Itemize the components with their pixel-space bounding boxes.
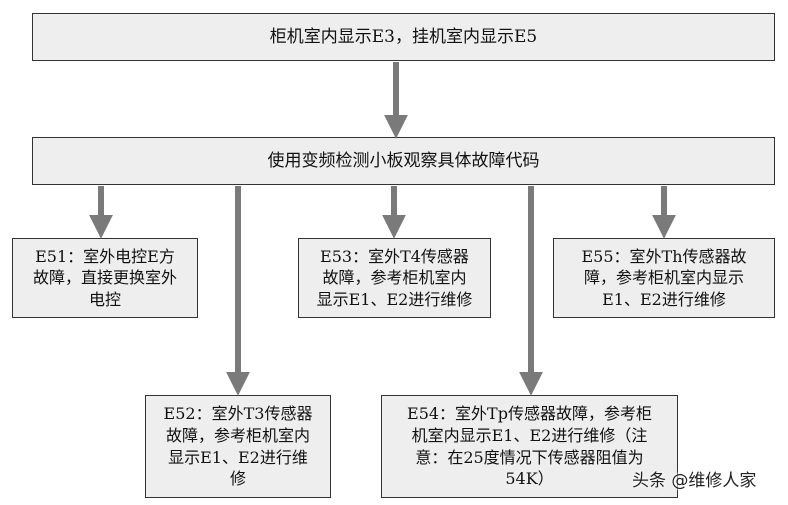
watermark: 头条 @维修人家 xyxy=(632,471,757,491)
node-line: 柜机室内显示E3，挂机室内显示E5 xyxy=(269,26,538,47)
node-line: E54：室外Tp传感器故障，参考柜 xyxy=(407,404,652,424)
node-line: 故障，直接更换室外 xyxy=(32,268,177,288)
node-text: E51：室外电控E方 故障，直接更换室外 电控 xyxy=(33,246,177,311)
node-line: 54K） xyxy=(505,469,554,489)
node-line: E53：室外T4传感器 xyxy=(320,246,469,266)
node-line: 意：在25度情况下传感器阻值为 xyxy=(415,447,644,467)
node-text: 柜机室内显示E3，挂机室内显示E5 xyxy=(270,26,537,49)
node-line: 显示E1、E2进行维 xyxy=(168,447,308,467)
node-line: 电控 xyxy=(88,289,121,309)
node-line: 机室内显示E1、E2进行维修（注 xyxy=(411,425,648,445)
node-line: 故障，参考柜机室内 xyxy=(165,425,310,445)
node-text: E52：室外T3传感器 故障，参考柜机室内 显示E1、E2进行维 修 xyxy=(164,403,313,489)
node-e51: E51：室外电控E方 故障，直接更换室外 电控 xyxy=(12,238,198,318)
node-line: 修 xyxy=(229,469,246,489)
node-line: E52：室外T3传感器 xyxy=(163,404,313,424)
node-line: 显示E1、E2进行维修 xyxy=(316,289,473,309)
node-line: E55：室外Th传感器故 xyxy=(581,246,747,266)
node-line: E1、E2进行维修 xyxy=(602,289,726,309)
node-text: E53：室外T4传感器 故障，参考柜机室内 显示E1、E2进行维修 xyxy=(317,246,473,311)
node-e55: E55：室外Th传感器故 障，参考柜机室内显示 E1、E2进行维修 xyxy=(553,238,775,318)
node-line: 障，参考柜机室内显示 xyxy=(583,268,744,288)
node-e52: E52：室外T3传感器 故障，参考柜机室内 显示E1、E2进行维 修 xyxy=(145,395,331,498)
node-text: E55：室外Th传感器故 障，参考柜机室内显示 E1、E2进行维修 xyxy=(581,246,746,311)
node-e3-e5-display: 柜机室内显示E3，挂机室内显示E5 xyxy=(32,13,775,61)
node-line: E51：室外电控E方 xyxy=(35,246,175,266)
node-e54: E54：室外Tp传感器故障，参考柜 机室内显示E1、E2进行维修（注 意：在25… xyxy=(381,395,678,498)
node-line: 使用变频检测小板观察具体故障代码 xyxy=(267,150,540,171)
node-line: 故障，参考柜机室内 xyxy=(322,268,467,288)
node-check-fault-code: 使用变频检测小板观察具体故障代码 xyxy=(32,137,775,185)
node-text: E54：室外Tp传感器故障，参考柜 机室内显示E1、E2进行维修（注 意：在25… xyxy=(407,403,652,489)
node-text: 使用变频检测小板观察具体故障代码 xyxy=(268,150,540,173)
